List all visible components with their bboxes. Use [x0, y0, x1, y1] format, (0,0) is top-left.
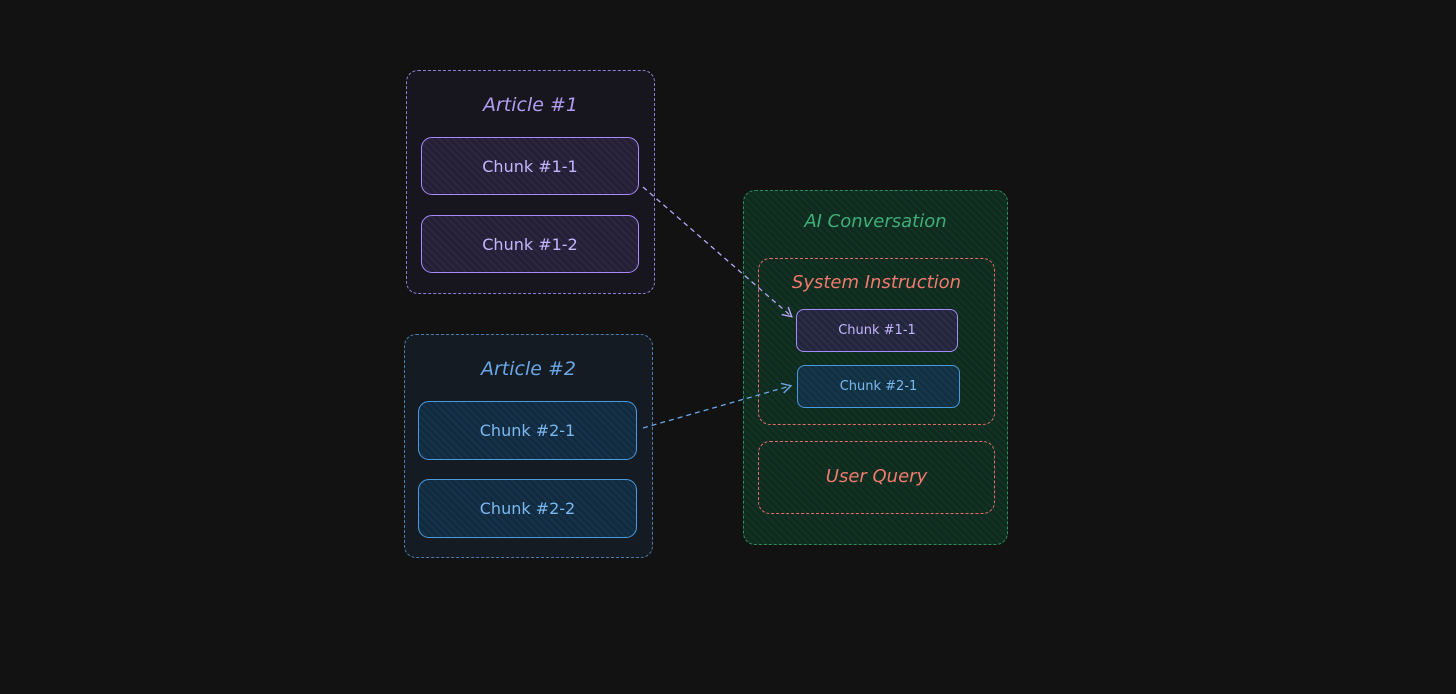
ai-conversation-title: AI Conversation — [804, 211, 947, 232]
article-2-title: Article #2 — [481, 358, 576, 380]
system-instruction-title: System Instruction — [791, 272, 962, 293]
article-1-title: Article #1 — [483, 94, 578, 116]
chunk-1-1[interactable]: Chunk #1-1 — [421, 137, 639, 195]
system-instruction-group — [758, 258, 995, 425]
chunk-1-2[interactable]: Chunk #1-2 — [421, 215, 639, 273]
chunk-2-1[interactable]: Chunk #2-1 — [418, 401, 637, 460]
chunk-2-2[interactable]: Chunk #2-2 — [418, 479, 637, 538]
user-query-label: User Query — [825, 466, 928, 487]
user-query-group[interactable] — [758, 441, 995, 514]
system-chunk-2-1[interactable]: Chunk #2-1 — [797, 365, 960, 408]
system-chunk-1-1[interactable]: Chunk #1-1 — [796, 309, 958, 352]
